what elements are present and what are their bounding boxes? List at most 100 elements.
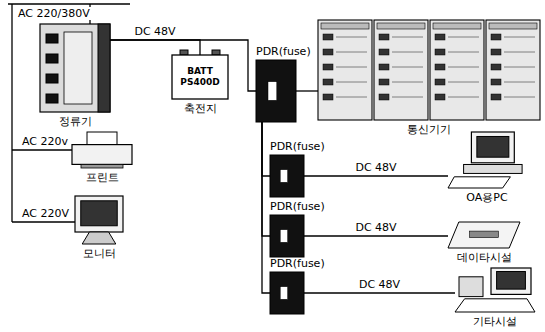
icon-part <box>323 79 333 85</box>
icon-part <box>336 82 367 83</box>
node-label: PDR(fuse) <box>270 257 325 270</box>
icon-part <box>448 52 479 53</box>
icon-part <box>321 23 369 29</box>
pdr-fuse-box: PDR(fuse) <box>270 155 304 197</box>
icon-part <box>435 94 445 100</box>
icon-part <box>491 64 501 70</box>
icon-part <box>46 94 58 103</box>
icon-part <box>392 82 423 83</box>
icon-part <box>504 67 535 68</box>
icon-part <box>489 23 537 29</box>
icon-part <box>491 268 531 294</box>
voltage-label: AC 220v <box>20 135 70 148</box>
icon-part <box>471 132 514 163</box>
icon-part <box>504 52 535 53</box>
icon-part <box>336 37 367 38</box>
data-facility-icon <box>448 222 520 248</box>
power-line <box>304 175 448 176</box>
icon-part <box>64 32 92 104</box>
edge-label: DC 48V <box>132 25 177 38</box>
oa-pc-icon <box>448 132 526 188</box>
node-label: 기타시설 <box>473 315 517 328</box>
rectifier-icon <box>40 24 110 112</box>
icon-part <box>379 34 389 40</box>
icon-part <box>392 67 423 68</box>
icon-part <box>379 49 389 55</box>
icon-part <box>448 97 479 98</box>
icon-part <box>459 277 483 297</box>
voltage-label: AC 220/380V <box>16 7 92 20</box>
node-body: BATTPS400D <box>172 55 228 99</box>
node-label: 축전지 <box>184 102 217 115</box>
icon-part <box>377 23 425 29</box>
rectifier: 정류기 <box>40 24 110 112</box>
icon-part <box>497 272 526 290</box>
node-label: PDR(fuse) <box>256 45 311 58</box>
icon-part <box>270 155 304 197</box>
pdr-fuse-box: PDR(fuse) <box>256 60 296 122</box>
icon-part <box>491 49 501 55</box>
pdr-fuse-box-icon <box>270 272 304 314</box>
icon-part <box>46 74 58 83</box>
pdr-fuse-box-icon <box>256 60 296 122</box>
icon-part <box>46 34 58 43</box>
icon-part <box>280 170 287 183</box>
other-facility: 기타시설 <box>455 268 535 312</box>
icon-part <box>72 145 132 165</box>
icon-part <box>379 94 389 100</box>
icon-part <box>448 37 479 38</box>
icon-part <box>318 20 372 120</box>
node-label: 모니터 <box>83 247 116 260</box>
icon-part <box>448 177 510 188</box>
monitor: 모니터 <box>75 196 123 244</box>
icon-part <box>374 20 428 120</box>
icon-part <box>392 52 423 53</box>
edge-label: DC 48V <box>353 221 398 234</box>
icon-part <box>280 230 287 243</box>
node-label: 데이타시설 <box>457 251 512 264</box>
pdr-fuse-box: PDR(fuse) <box>270 272 304 314</box>
icon-part <box>172 55 228 99</box>
icon-part <box>323 49 333 55</box>
icon-part <box>280 287 287 300</box>
icon-part <box>323 64 333 70</box>
icon-part <box>81 164 123 168</box>
power-line <box>296 90 318 91</box>
icon-part <box>504 97 535 98</box>
icon-part <box>448 222 520 248</box>
voltage-label: AC 220V <box>20 207 71 220</box>
icon-part <box>46 54 58 63</box>
edge-label: DC 48V <box>357 278 402 291</box>
icon-part <box>323 34 333 40</box>
icon-part <box>392 37 423 38</box>
icon-part <box>270 272 304 314</box>
edge-label: DC 48V <box>353 161 398 174</box>
icon-part <box>180 50 188 55</box>
monitor-icon <box>75 196 123 244</box>
node-label: 통신기기 <box>407 123 451 136</box>
node-text: BATT <box>187 66 213 77</box>
icon-part <box>477 136 509 157</box>
icon-part <box>98 24 110 112</box>
icon-part <box>435 49 445 55</box>
icon-part <box>504 82 535 83</box>
icon-part <box>470 231 499 238</box>
power-line <box>262 122 270 176</box>
icon-part <box>379 64 389 70</box>
communication-equipment: 통신기기 <box>318 20 540 120</box>
power-line <box>304 292 455 293</box>
icon-part <box>379 79 389 85</box>
icon-part <box>435 79 445 85</box>
icon-part <box>435 34 445 40</box>
icon-part <box>486 20 540 120</box>
node-label: PDR(fuse) <box>270 200 325 213</box>
icon-part <box>336 52 367 53</box>
icon-part <box>392 97 423 98</box>
printer-icon <box>72 132 132 168</box>
icon-part <box>433 23 481 29</box>
ac-monitor-line <box>12 221 75 222</box>
icon-part <box>268 82 277 101</box>
icon-part <box>323 94 333 100</box>
icon-part <box>82 232 116 244</box>
